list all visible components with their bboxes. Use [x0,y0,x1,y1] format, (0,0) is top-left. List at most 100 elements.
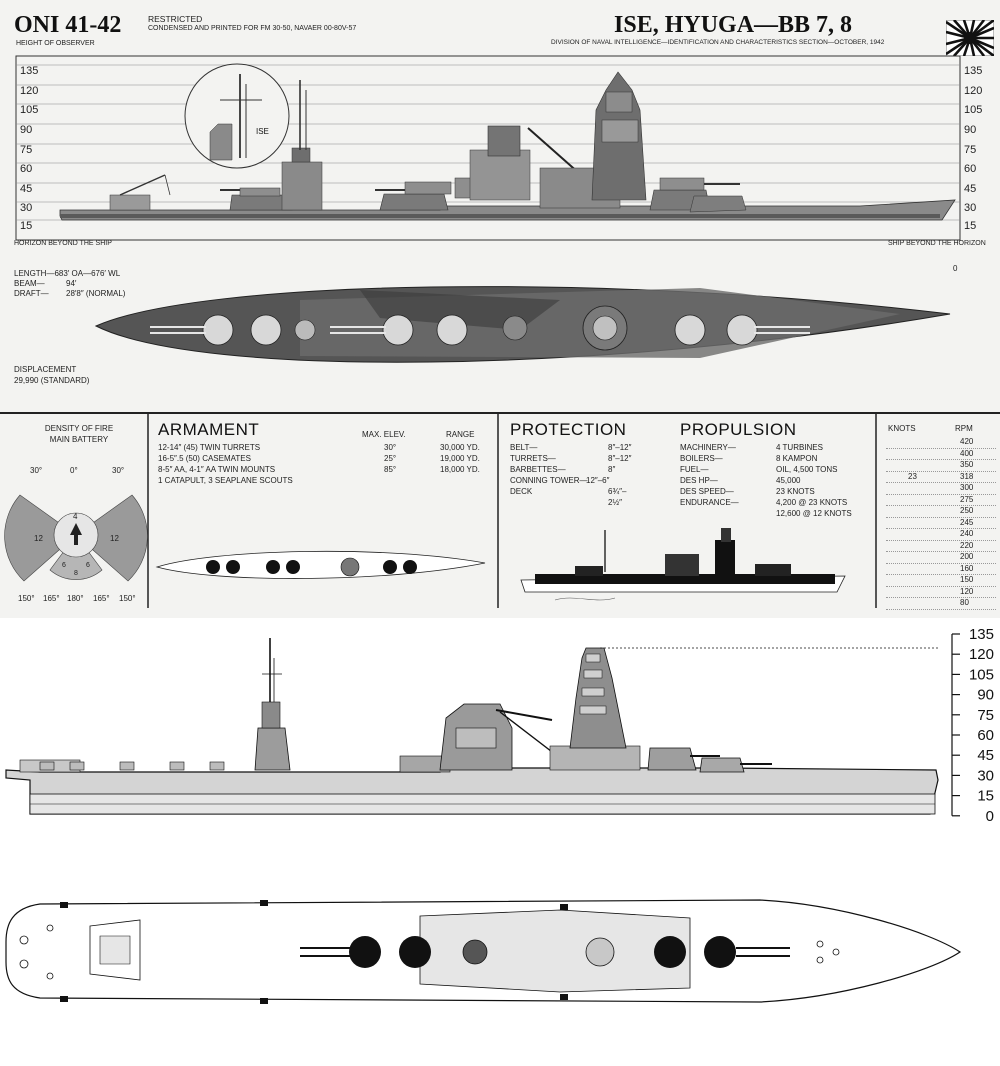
speed-row: 120 [886,586,996,598]
profile-scale-label-right: 135 [964,65,982,77]
speed-rpm: 275 [960,494,974,504]
speed-row: 150 [886,575,996,587]
data-panel-frame [0,412,1000,608]
sector-value-bottom: 8 [74,570,78,577]
profile-scale-label-left: 105 [20,104,38,116]
displacement-label: DISPLACEMENT [14,365,77,374]
speed-col-rpm: RPM [955,424,973,433]
arc-label-180: 180° [67,594,84,603]
speed-rpm: 120 [960,586,974,596]
protection-label: CONNING TOWER— [510,476,588,485]
propulsion-label: DES SPEED— [680,487,734,496]
profile-scale-label-right: 120 [964,85,982,97]
lower-scale-label: 105 [969,666,994,683]
propulsion-value: 23 KNOTS [776,487,815,496]
propulsion-value: 12,600 @ 12 KNOTS [776,509,852,518]
profile-scale-label-left: 45 [20,183,32,195]
plan-line-drawing [5,899,962,1004]
speed-col-knots: KNOTS [888,424,916,433]
armament-elev: 30° [384,443,397,452]
speed-rpm: 150 [960,575,974,584]
density-title-1: DENSITY OF FIRE [44,424,114,433]
arc-label-30-right: 30° [112,466,124,475]
protection-row: CONNING TOWER—12″–6″ [510,476,670,487]
propulsion-row: FUEL—OIL, 4,500 TONS [680,465,875,476]
speed-row: 350 [886,460,996,472]
propulsion-row: MACHINERY— 4 TURBINES [680,443,875,454]
profile-scale-label-left: 135 [20,65,38,77]
speed-row: 420 [886,437,996,449]
propulsion-label: BOILERS— [680,454,723,463]
protection-row: DECK 6¾″– [510,487,670,498]
propulsion-value: 45,000 [776,476,801,485]
density-title-2: MAIN BATTERY [49,435,109,444]
speed-rpm: 420 [960,437,974,446]
speed-row: 160 [886,564,996,575]
profile-scale-label-left: 90 [20,124,32,136]
protection-title: PROTECTION [510,420,627,439]
profile-scale-label-left: 15 [20,220,32,232]
oni-recognition-sheet: ONI 41-42 RESTRICTED CONDENSED AND PRINT… [0,0,1000,618]
armament-range: 19,000 YD. [440,454,480,463]
speed-row: 245 [886,517,996,529]
protection-value: 8″ [608,465,616,474]
speed-rpm: 318 [960,471,974,481]
propulsion-row: ENDURANCE—4,200 @ 23 KNOTS [680,498,875,509]
beam-value: 94′ [66,279,77,288]
sector-value-bl: 6 [62,562,66,569]
propulsion-value: 4 TURBINES [776,443,823,452]
protection-label: BARBETTES— [510,465,566,474]
profile-scale-label-right: 30 [964,202,976,214]
propulsion-label: MACHINERY— [680,443,736,452]
speed-rpm: 300 [960,483,974,492]
doc-number: ONI 41-42 [14,12,122,38]
speed-rpm: 200 [960,552,974,561]
propulsion-label: DES HP— [680,476,718,485]
protection-value: 8″–12″ [608,454,632,463]
sector-value-left: 12 [34,534,43,543]
propulsion-row: BOILERS— 8 KAMPON [680,454,875,465]
horizon-beyond-ship-label: HORIZON BEYOND THE SHIP [14,240,112,247]
lower-scale-label: 120 [969,646,994,663]
armament-range: 30,000 YD. [440,443,480,452]
profile-scale-label-right: 45 [964,183,976,195]
speed-rpm: 220 [960,540,974,550]
profile-scale-label-right: 75 [964,144,976,156]
profile-scale-label-right: 60 [964,163,976,175]
speed-rpm: 80 [960,598,969,607]
inset-label: ISE [256,127,269,136]
protection-value: 6¾″– [608,487,627,496]
speed-rpm: 240 [960,529,974,538]
plan-view-ship [94,286,951,363]
armament-range: 18,000 YD. [440,465,480,474]
length-value: LENGTH—683′ OA—676′ WL [14,269,121,278]
arc-label-0: 0° [70,466,78,475]
speed-row: 250 [886,506,996,518]
speed-row: 220 [886,540,996,552]
protection-table: BELT—8″–12″ TURRETS—8″–12″ BARBETTES—8″ … [510,443,670,509]
speed-rpm: 245 [960,517,974,527]
sector-value-top: 4 [73,512,78,521]
protection-label: DECK [510,487,533,496]
speed-row: 80 [886,598,996,610]
propulsion-value: 8 KAMPON [776,454,818,463]
armament-title: ARMAMENT [158,420,260,439]
printed-for-note: CONDENSED AND PRINTED FOR FM 30-50, NAVA… [148,25,357,32]
arc-label-165-left: 165° [43,594,60,603]
lower-scale-label: 90 [977,687,994,704]
armament-row: 8-5″ AA, 4-1″ AA TWIN MOUNTS 85° 18,000 … [158,465,493,476]
speed-row: 300 [886,483,996,495]
speed-row: 200 [886,552,996,564]
draft-label: DRAFT— [14,289,49,298]
displacement-value: 29,990 (STANDARD) [14,376,90,385]
restricted-label: RESTRICTED [148,14,203,24]
ship-title: ISE, HYUGA—BB 7, 8 [614,12,853,38]
armament-row: 1 CATAPULT, 3 SEAPLANE SCOUTS [158,476,493,487]
mini-profile-silhouette [520,528,846,601]
